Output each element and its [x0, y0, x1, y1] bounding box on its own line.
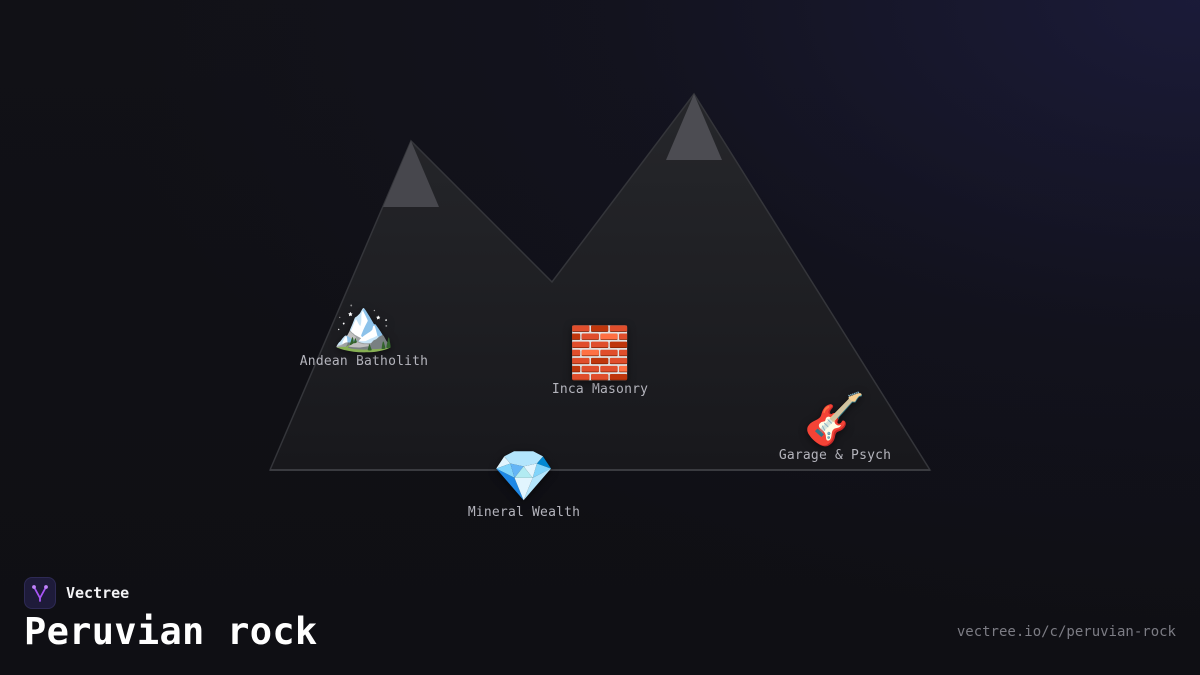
brand-name: Vectree [66, 584, 130, 602]
brick-icon: 🧱 [568, 324, 632, 382]
node-andean-batholith[interactable]: 🏔️ Andean Batholith [300, 298, 428, 369]
left-peak-snowcap [383, 141, 439, 207]
share-url-link[interactable]: vectree.io/c/peruvian-rock [956, 624, 1176, 640]
node-mineral-wealth[interactable]: 💎 Mineral Wealth [468, 449, 580, 520]
node-label: Inca Masonry [551, 382, 649, 397]
node-label: Andean Batholith [299, 354, 429, 369]
snow-capped-mountain-icon: 🏔️ [332, 296, 396, 354]
right-peak-snowcap [666, 94, 722, 160]
brand[interactable]: Vectree [24, 577, 129, 609]
node-label: Garage & Psych [778, 448, 892, 463]
vectree-logo-icon [24, 577, 56, 609]
page-title: Peruvian rock [24, 610, 318, 653]
node-garage-psych[interactable]: 🎸 Garage & Psych [779, 392, 891, 463]
guitar-icon: 🎸 [803, 390, 867, 448]
gem-icon: 💎 [492, 447, 556, 505]
node-label: Mineral Wealth [467, 505, 581, 520]
node-inca-masonry[interactable]: 🧱 Inca Masonry [552, 326, 648, 397]
